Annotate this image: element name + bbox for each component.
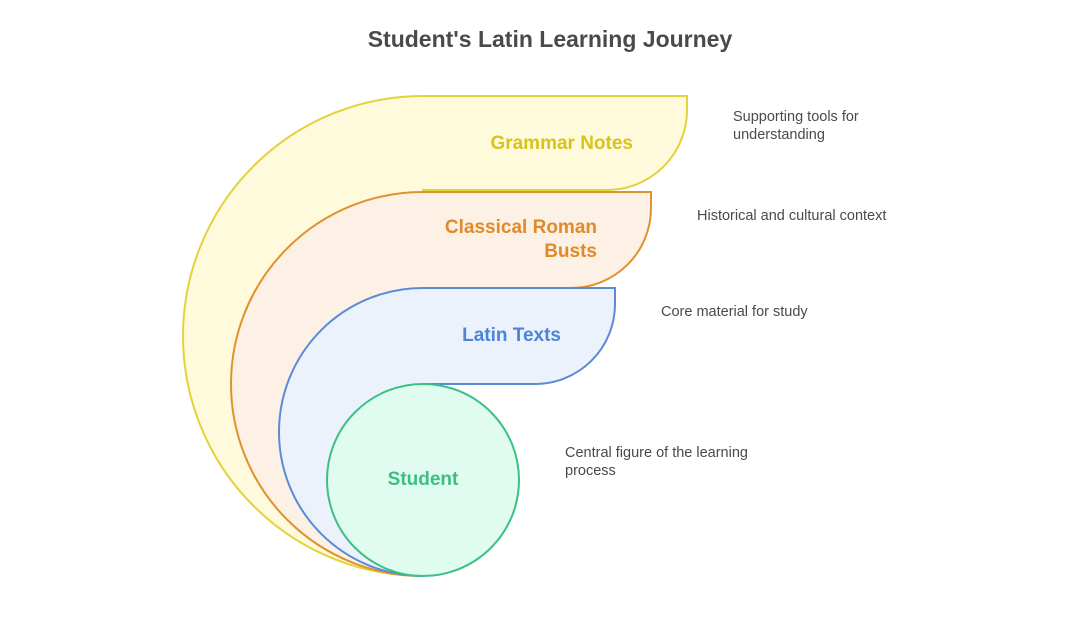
classical-roman-busts-label: Classical Roman Busts bbox=[444, 217, 597, 262]
diagram-title: Student's Latin Learning Journey bbox=[367, 26, 733, 52]
classical-roman-busts-description: Historical and cultural context bbox=[697, 208, 887, 224]
latin-texts-description: Core material for study bbox=[661, 304, 808, 320]
student-circle bbox=[326, 383, 520, 577]
student-description: Central figure of the learning process bbox=[565, 445, 748, 479]
latin-texts-label: Latin Texts bbox=[462, 325, 561, 346]
student-label: Student bbox=[387, 469, 459, 490]
grammar-notes-description: Supporting tools for understanding bbox=[733, 109, 859, 143]
grammar-notes-label: Grammar Notes bbox=[490, 133, 633, 154]
